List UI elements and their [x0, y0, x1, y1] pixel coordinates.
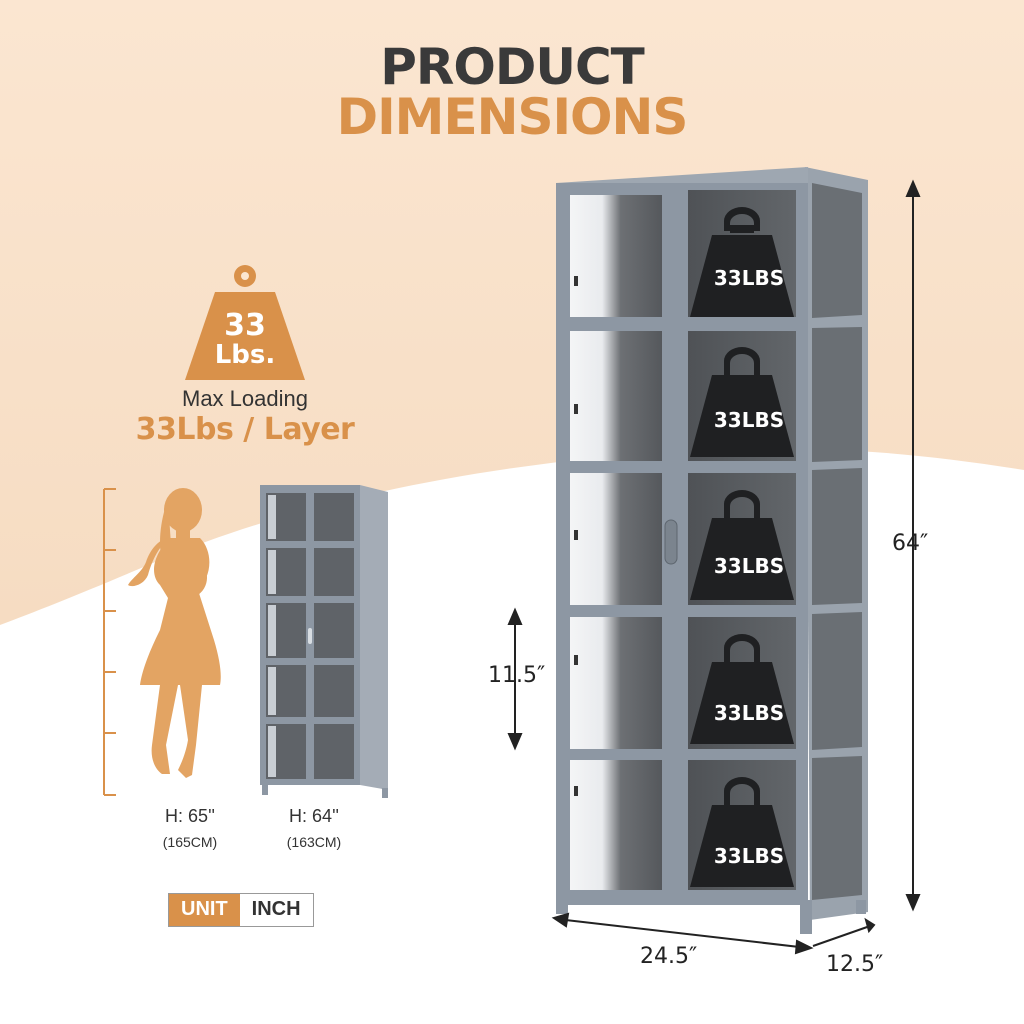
dimension-shelf-gap: 11.5″ — [488, 663, 546, 688]
weight-icons — [690, 207, 794, 887]
cabinet-height-label: H: 64'' — [289, 806, 339, 826]
dimension-lines — [507, 179, 921, 955]
weight-icon — [185, 265, 305, 380]
weight-label-4: 33LBS — [714, 701, 784, 725]
weight-badge-number: 33 — [224, 308, 266, 343]
weight-badge: 33 Lbs. — [185, 262, 305, 380]
person-height-label: H: 65'' — [165, 806, 215, 826]
height-ruler — [103, 488, 116, 796]
weight-label-2: 33LBS — [714, 408, 784, 432]
max-loading-value: 33Lbs / Layer — [135, 412, 355, 447]
dimension-depth: 12.5″ — [826, 952, 884, 977]
cabinet-small-illustration — [260, 485, 388, 798]
weight-badge-unit: Lbs. — [214, 340, 276, 370]
person-height-cm: (165CM) — [162, 834, 218, 850]
weight-label-5: 33LBS — [714, 844, 784, 868]
person-silhouette-icon — [128, 488, 221, 778]
dimension-height: 64″ — [892, 531, 929, 556]
title-line-2: DIMENSIONS — [336, 88, 689, 146]
unit-label: UNIT — [169, 894, 240, 926]
cabinet-height-cm: (163CM) — [286, 834, 342, 850]
weight-label-1: 33LBS — [714, 266, 784, 290]
weight-label-3: 33LBS — [714, 554, 784, 578]
unit-toggle[interactable]: UNIT INCH — [168, 893, 314, 927]
max-loading-label: Max Loading — [182, 386, 308, 411]
unit-value[interactable]: INCH — [239, 894, 313, 926]
title-line-1: PRODUCT — [380, 38, 645, 96]
dimension-width: 24.5″ — [640, 944, 698, 969]
